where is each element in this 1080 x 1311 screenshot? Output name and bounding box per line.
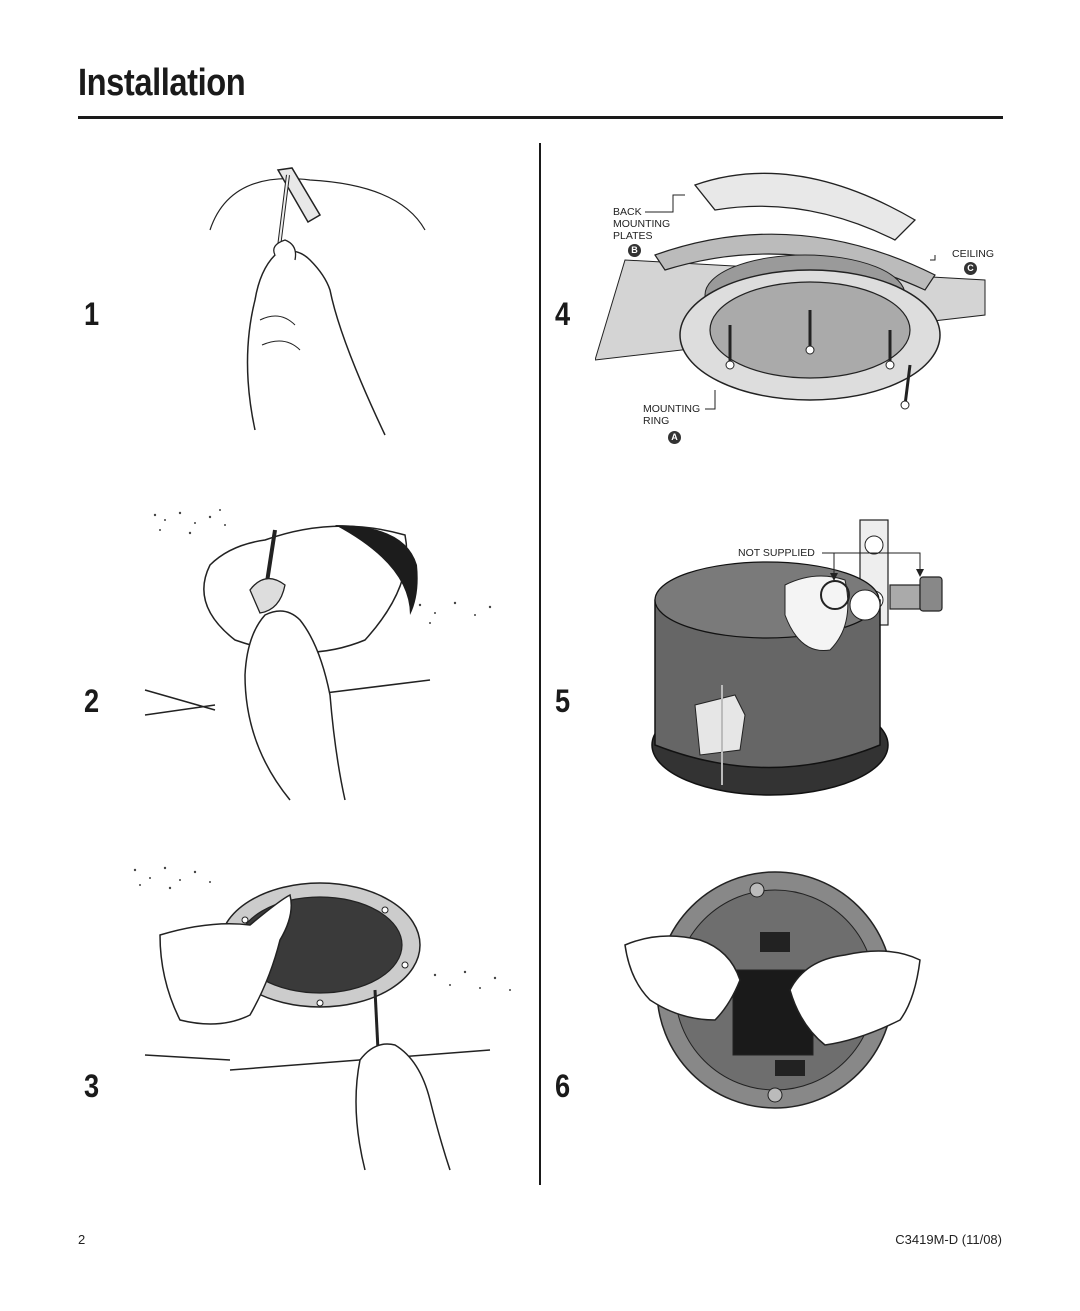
document-id: C3419M-D (11/08)	[895, 1232, 1002, 1247]
back-mounting-plates-label: BACK MOUNTING PLATES	[613, 206, 671, 242]
ceiling-label: CEILING	[952, 248, 995, 260]
mounting-ring-badge: A	[668, 431, 681, 444]
step-3-illustration	[133, 866, 511, 1171]
mounting-ring-label: MOUNTING RING	[643, 403, 701, 427]
page-title: Installation	[78, 62, 246, 104]
back-mounting-plates-badge: B	[628, 244, 641, 257]
step-number-6: 6	[555, 1068, 571, 1104]
not-supplied-label: NOT SUPPLIED	[738, 547, 815, 559]
column-divider	[539, 143, 541, 1185]
step-2-illustration	[144, 509, 492, 801]
step-4-illustration	[595, 172, 986, 410]
title-rule	[78, 116, 1003, 119]
step-number-2: 2	[84, 683, 100, 719]
step-6-illustration	[624, 871, 921, 1109]
page-number: 2	[78, 1232, 86, 1247]
step-5-illustration	[651, 519, 943, 796]
step-number-5: 5	[555, 683, 571, 719]
step-number-3: 3	[84, 1068, 100, 1104]
ceiling-badge: C	[964, 262, 977, 275]
step-number-4: 4	[555, 296, 571, 332]
step-1-illustration	[209, 167, 426, 436]
step-number-1: 1	[84, 296, 100, 332]
